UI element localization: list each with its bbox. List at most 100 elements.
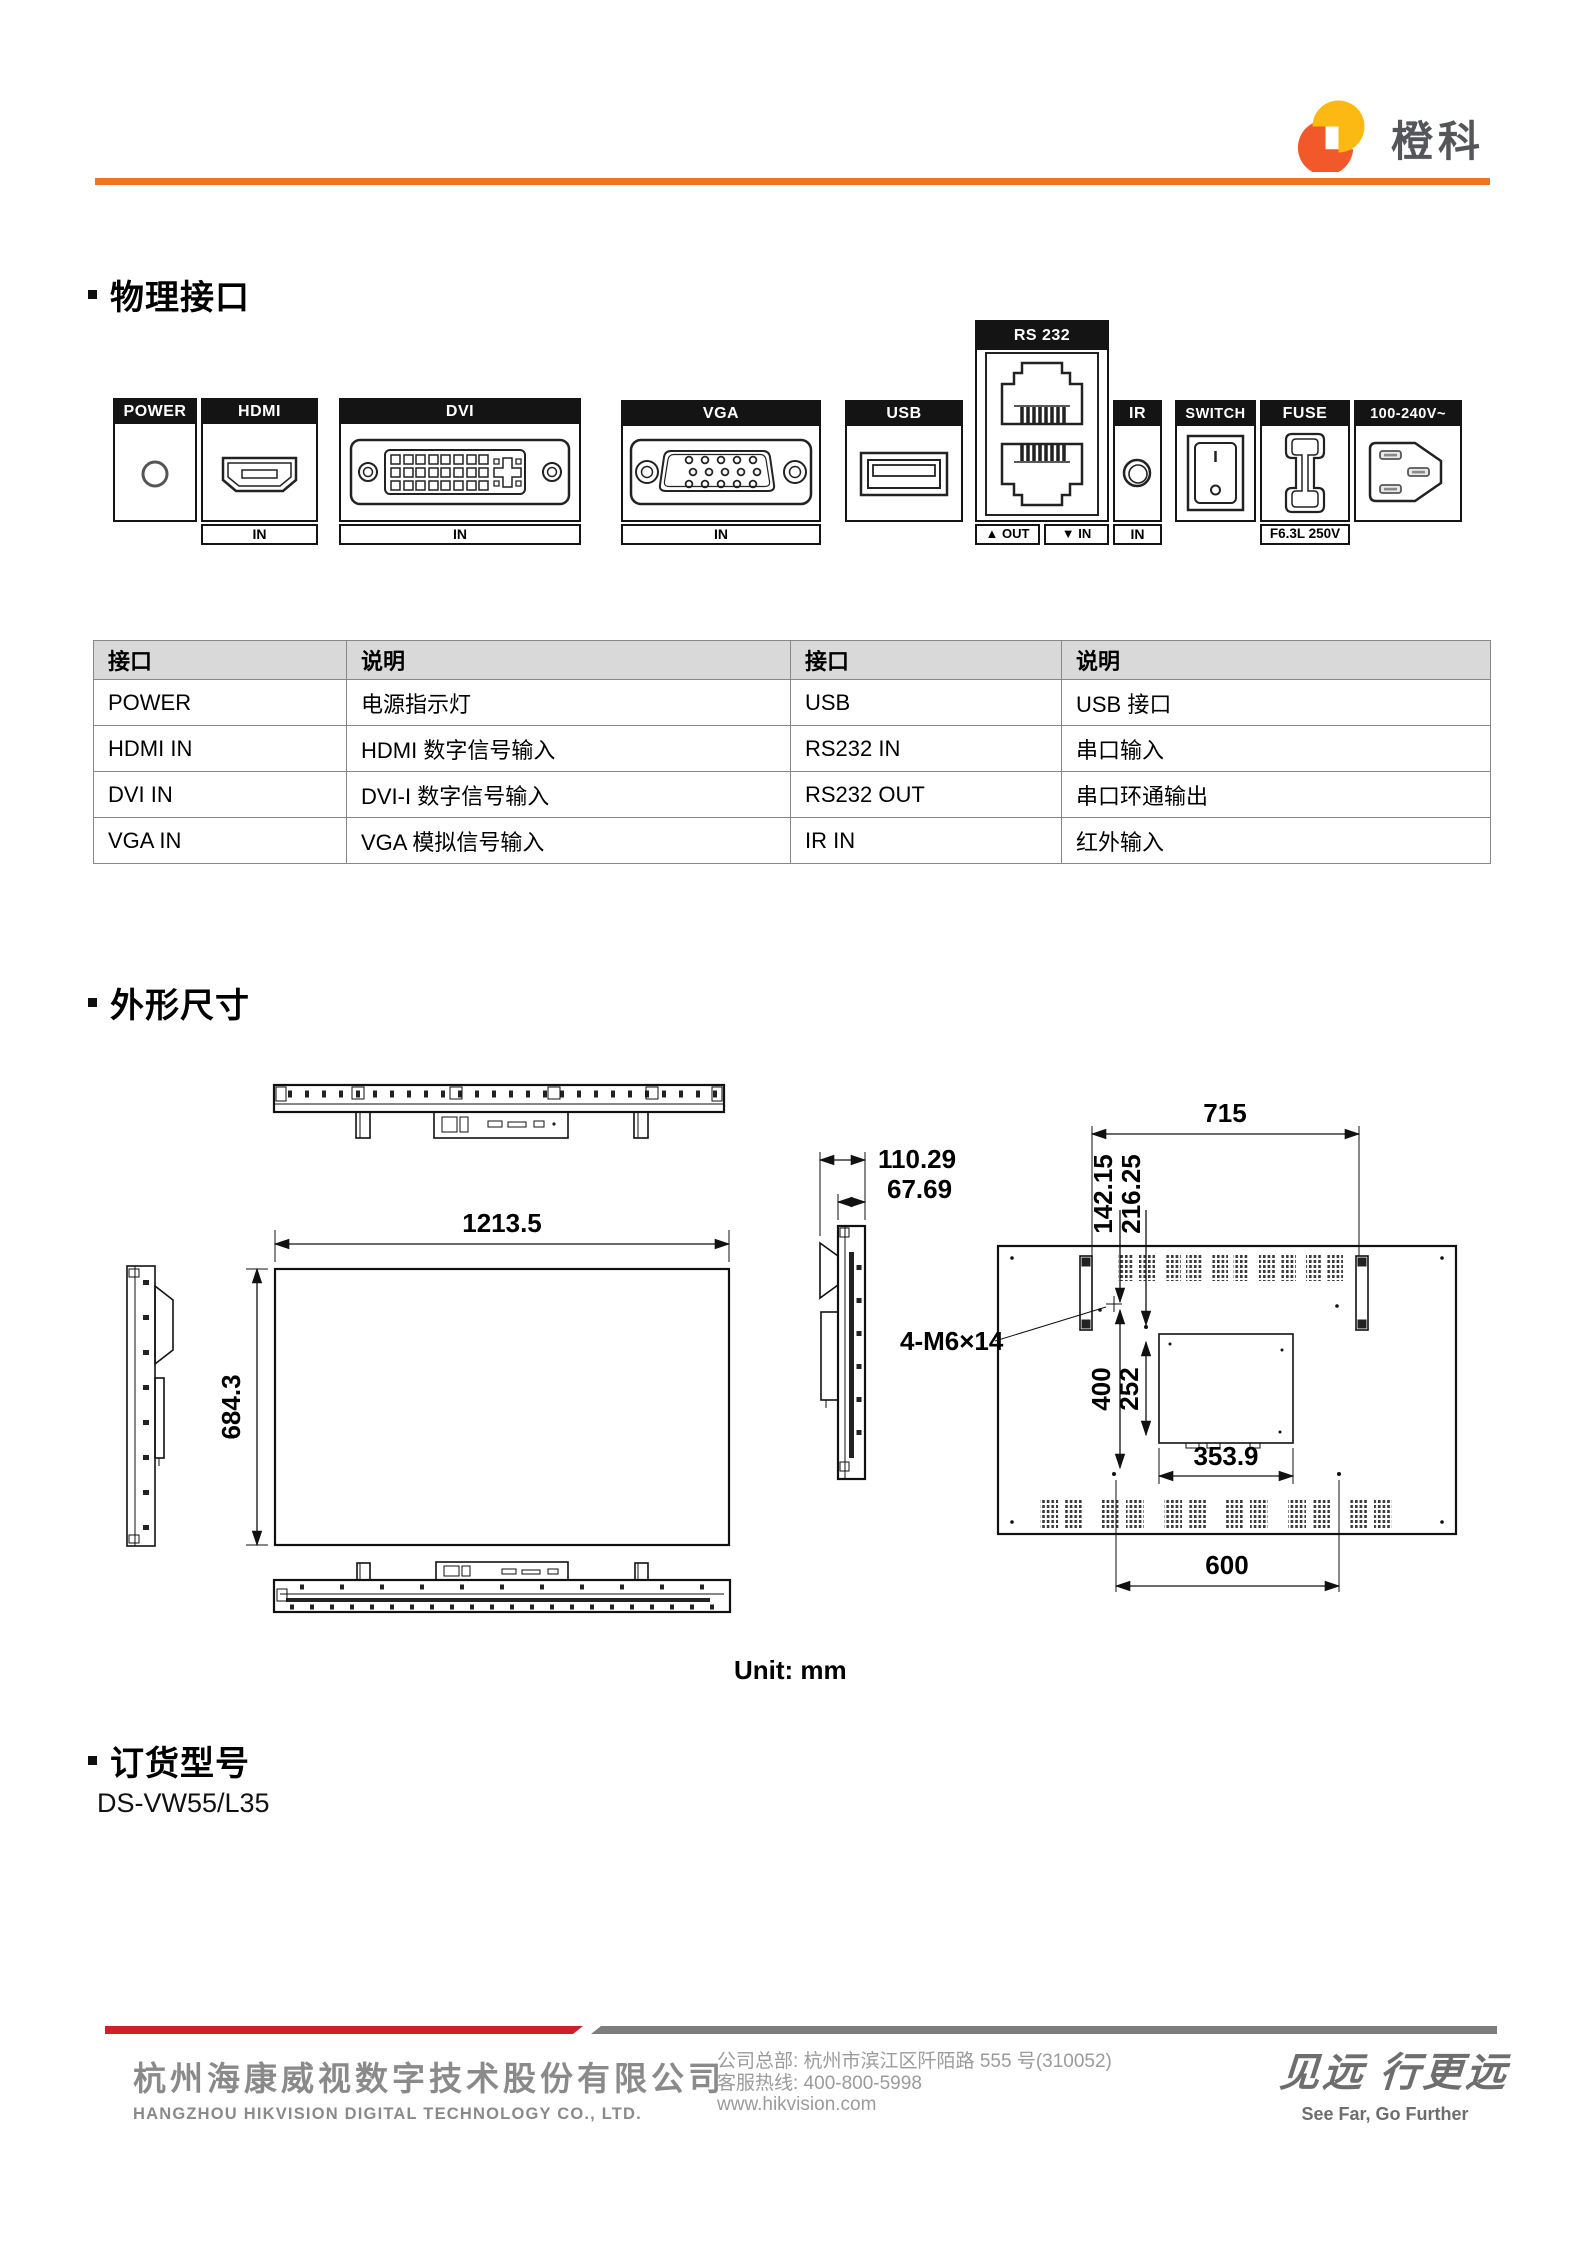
- port-vga-label: VGA: [623, 402, 819, 426]
- port-ac-inlet: 100-240V~: [1354, 400, 1462, 522]
- section-title-ordering: 订货型号: [88, 1736, 250, 1785]
- front-view-drawing: [273, 1267, 731, 1547]
- vga-connector-icon: [623, 426, 819, 520]
- footer-contact: 公司总部: 杭州市滨江区阡陌路 555 号(310052) 客服热线: 400-…: [717, 2051, 1112, 2116]
- port-ir-direction: IN: [1113, 524, 1162, 545]
- fuse-holder-icon: [1262, 426, 1348, 520]
- header-rule: [95, 178, 1490, 185]
- service-hotline: 客服热线: 400-800-5998: [717, 2072, 922, 2094]
- company-name-cn: 杭州海康威视数字技术股份有限公司: [133, 2060, 725, 2097]
- usb-connector-icon: [847, 426, 961, 520]
- port-ac-label: 100-240V~: [1356, 402, 1460, 426]
- dim-vesa-v2: 252: [1114, 1367, 1144, 1410]
- brand-logo-text: 橙科: [1391, 117, 1486, 165]
- port-switch-label: SWITCH: [1177, 402, 1254, 426]
- top-vent-grids: [1118, 1254, 1343, 1281]
- logo-orange-pie: [1297, 120, 1354, 172]
- port-rs232-label: RS 232: [977, 322, 1107, 350]
- bullet-icon: [88, 1756, 97, 1765]
- section-title-text: 物理接口: [110, 279, 250, 317]
- port-vga-direction: IN: [621, 524, 821, 545]
- bullet-icon: [88, 290, 97, 299]
- table-cell: USB: [790, 679, 1062, 726]
- port-ir: IR: [1113, 400, 1162, 522]
- dim-vesa-v1: 400: [1086, 1367, 1116, 1410]
- dimension-drawing: 1213.5 684.3 110.29 67.69: [126, 1083, 1458, 1614]
- rear-dims: 715 142.15 216.25 400 252 4-M6×14 353.9 …: [900, 1098, 1361, 1592]
- section-title-text: 订货型号: [110, 1745, 250, 1783]
- port-usb: USB: [845, 400, 963, 522]
- front-height-dim: 684.3: [216, 1267, 268, 1547]
- section-title-dimensions: 外形尺寸: [88, 978, 250, 1027]
- section-title-text: 外形尺寸: [110, 987, 250, 1025]
- dim-depth-body: 67.69: [887, 1174, 952, 1204]
- table-cell: RS232 OUT: [790, 771, 1062, 818]
- port-usb-label: USB: [847, 402, 961, 426]
- port-dvi: DVI: [339, 398, 581, 522]
- table-cell: POWER: [93, 679, 347, 726]
- ir-receiver-icon: [1115, 426, 1160, 520]
- top-view-drawing: [272, 1083, 726, 1139]
- table-cell: 串口输入: [1061, 725, 1491, 772]
- port-fuse-rating: F6.3L 250V: [1260, 524, 1350, 545]
- table-cell: USB 接口: [1061, 679, 1491, 726]
- bottom-view-drawing: [272, 1561, 732, 1614]
- dim-vesa-h: 600: [1205, 1550, 1248, 1580]
- port-vga: VGA: [621, 400, 821, 522]
- table-row: HDMI IN HDMI 数字信号输入 RS232 IN 串口输入: [93, 725, 1491, 772]
- bottom-vent-grids: [1040, 1500, 1392, 1528]
- table-cell: IR IN: [790, 817, 1062, 864]
- port-fuse: FUSE: [1260, 400, 1350, 522]
- unit-label: Unit: mm: [734, 1655, 847, 1685]
- table-cell: DVI-I 数字信号输入: [346, 771, 791, 818]
- dim-rear-width: 715: [1203, 1098, 1246, 1128]
- company-name-en: HANGZHOU HIKVISION DIGITAL TECHNOLOGY CO…: [133, 2105, 642, 2123]
- table-row: VGA IN VGA 模拟信号输入 IR IN 红外输入: [93, 817, 1491, 864]
- table-row: POWER 电源指示灯 USB USB 接口: [93, 679, 1491, 726]
- rear-view-drawing: [996, 1244, 1458, 1536]
- port-hdmi: HDMI: [201, 398, 318, 522]
- footer-rule-red: [105, 2026, 583, 2034]
- logo-yellow-pie: [1312, 100, 1365, 153]
- table-cell: VGA 模拟信号输入: [346, 817, 791, 864]
- table-cell: 红外输入: [1061, 817, 1491, 864]
- brand-logo-icon: [1297, 100, 1365, 172]
- power-led-icon: [115, 424, 195, 520]
- company-address: 公司总部: 杭州市滨江区阡陌路 555 号(310052): [717, 2051, 1112, 2072]
- port-hdmi-label: HDMI: [203, 400, 316, 424]
- order-model: DS-VW55/L35: [97, 1788, 270, 1818]
- port-power-label: POWER: [115, 400, 195, 424]
- table-cell: HDMI IN: [93, 725, 347, 772]
- middle-side-view-drawing: [819, 1224, 867, 1481]
- slogan-cn: 见远 行更远: [1278, 2051, 1511, 2095]
- rear-screw-dots: [1010, 1256, 1444, 1524]
- footer-rule-gray: [591, 2026, 1497, 2034]
- section-title-physical: 物理接口: [88, 270, 250, 319]
- port-fuse-label: FUSE: [1262, 402, 1348, 426]
- dvi-connector-icon: [341, 424, 579, 520]
- table-cell: RS232 IN: [790, 725, 1062, 772]
- dim-depth-total: 110.29: [878, 1144, 956, 1174]
- table-cell: DVI IN: [93, 771, 347, 818]
- port-dvi-label: DVI: [341, 400, 579, 424]
- dim-plate-width: 353.9: [1193, 1441, 1258, 1471]
- port-dvi-direction: IN: [339, 524, 581, 545]
- table-header-row: 接口 说明 接口 说明: [93, 640, 1491, 680]
- front-width-dim: 1213.5: [273, 1208, 731, 1262]
- dim-rear-top2: 216.25: [1116, 1154, 1146, 1234]
- col-header: 接口: [93, 640, 347, 680]
- slogan-en: See Far, Go Further: [1301, 2104, 1469, 2124]
- hdmi-connector-icon: [203, 424, 316, 520]
- port-power: POWER: [113, 398, 197, 522]
- interface-table: 接口 说明 接口 说明 POWER 电源指示灯 USB USB 接口 HDMI …: [93, 640, 1491, 864]
- ac-inlet-icon: [1356, 426, 1460, 520]
- company-website[interactable]: www.hikvision.com: [717, 2094, 877, 2115]
- left-side-view-drawing: [126, 1265, 174, 1547]
- depth-dims: 110.29 67.69: [818, 1144, 956, 1236]
- table-cell: 串口环通输出: [1061, 771, 1491, 818]
- dim-front-height: 684.3: [216, 1374, 246, 1439]
- port-rs232-in-label: ▼ IN: [1044, 524, 1109, 545]
- screw-spec-note: 4-M6×14: [900, 1326, 1004, 1356]
- col-header: 说明: [346, 640, 791, 680]
- col-header: 接口: [790, 640, 1062, 680]
